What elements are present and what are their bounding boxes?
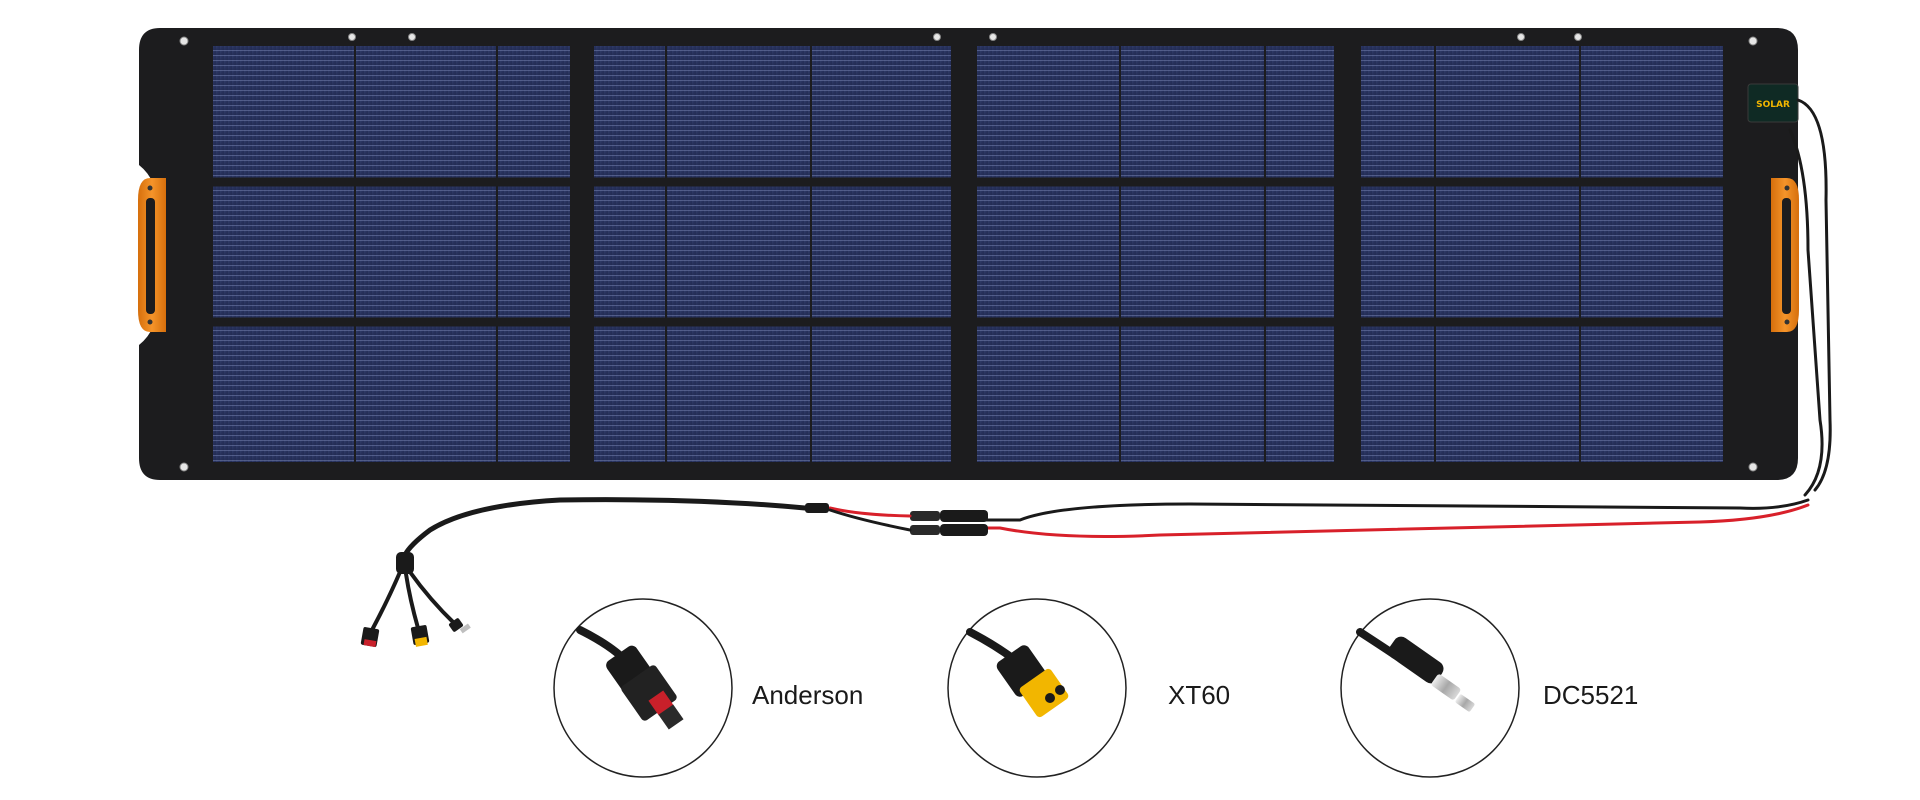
xt60-label: XT60 <box>1168 680 1231 710</box>
dc5521-connector-detail <box>1340 598 1520 778</box>
cables <box>370 98 1832 632</box>
right-handle <box>1771 178 1799 332</box>
anderson-connector-detail <box>553 598 733 778</box>
solar-panel: SOLAR <box>138 28 1799 480</box>
anderson-label: Anderson <box>752 680 864 710</box>
left-handle <box>138 178 166 332</box>
dc5521-label: DC5521 <box>1543 680 1639 710</box>
xt60-connector-detail <box>947 598 1127 778</box>
cell-panel-1 <box>213 46 570 462</box>
anderson-connector-icon <box>576 626 684 730</box>
splitter-plugs <box>360 618 471 648</box>
junction-box-label: SOLAR <box>1756 100 1790 110</box>
xt60-connector-icon <box>966 628 1069 718</box>
cell-panel-3 <box>977 46 1334 462</box>
cell-panel-4 <box>1361 46 1723 462</box>
cell-panel-2 <box>594 46 951 462</box>
junction-box: SOLAR <box>1747 83 1799 123</box>
dc5521-connector-icon <box>1356 628 1475 712</box>
grommets <box>179 33 1758 472</box>
